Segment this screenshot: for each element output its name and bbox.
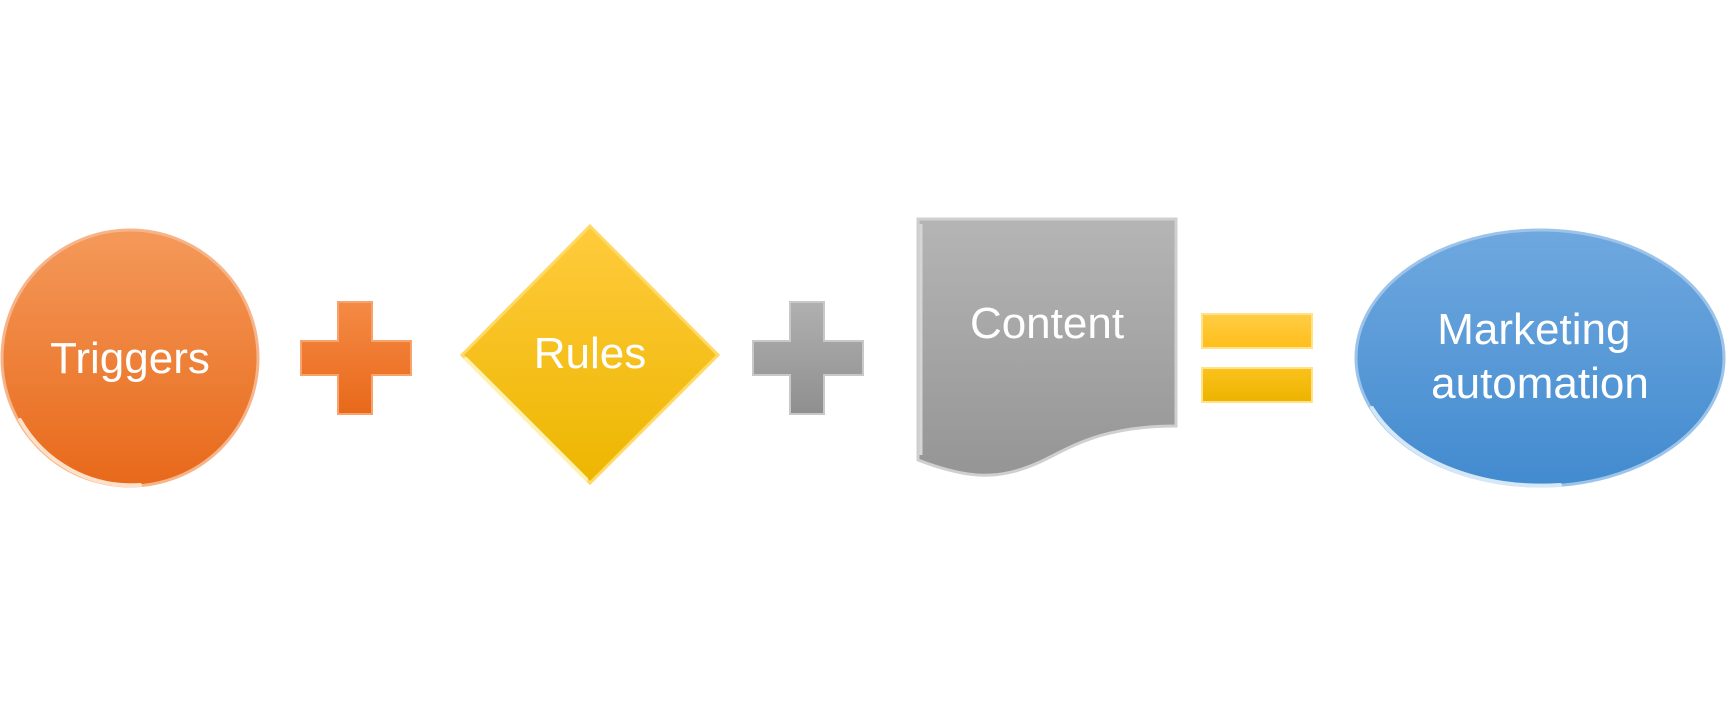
plus-icon [300, 301, 412, 415]
marketing-automation-label-line-1: Marketing [1437, 305, 1630, 354]
content-label: Content [970, 299, 1124, 348]
rules-label: Rules [534, 329, 647, 378]
plus-operator-2 [752, 301, 864, 415]
content-document [916, 217, 1178, 477]
triggers-node: Triggers [0, 228, 260, 488]
triggers-highlight [18, 418, 142, 488]
triggers-label: Triggers [50, 334, 210, 383]
content-node: Content [916, 217, 1178, 477]
marketing-automation-label: Marketing automation [1431, 305, 1649, 408]
plus-icon [752, 301, 864, 415]
marketing-automation-node: Marketing automation [1354, 228, 1726, 488]
equals-icon-bottom-bar [1201, 367, 1313, 403]
equals-icon-top-bar [1201, 313, 1313, 349]
rules-highlight [464, 357, 588, 481]
marketing-automation-highlight [1370, 406, 1562, 488]
rules-node: Rules [459, 223, 721, 486]
marketing-automation-label-line-2: automation [1431, 359, 1649, 408]
equals-operator [1201, 313, 1313, 403]
plus-operator-1 [300, 301, 412, 415]
